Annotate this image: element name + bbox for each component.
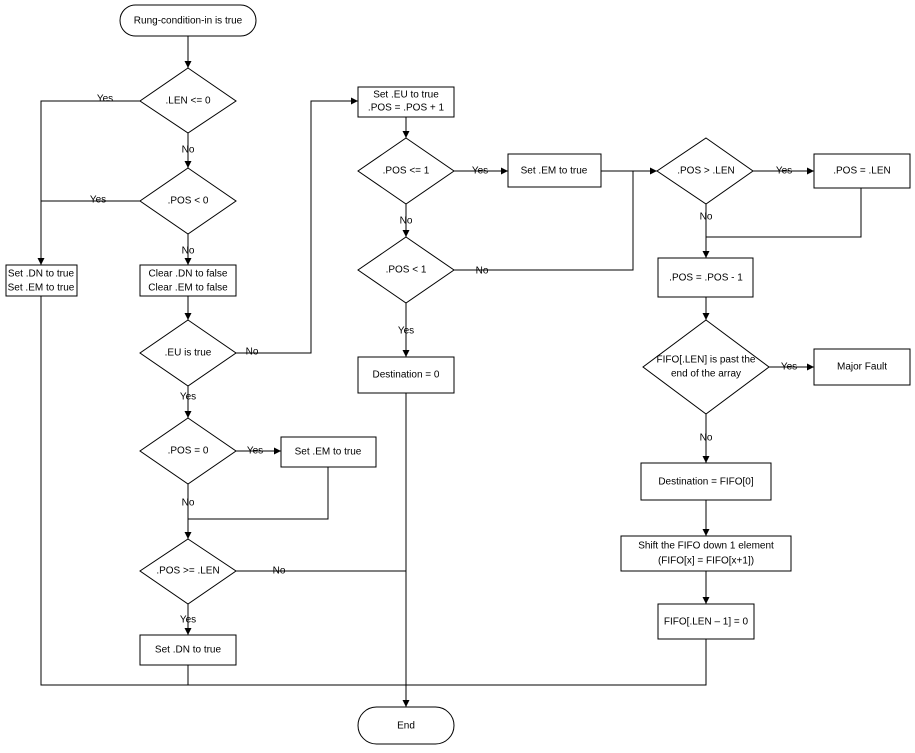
decision-fifo-past-end: FIFO[.LEN] is past the end of the array [642,319,770,415]
yes-label: Yes [97,94,113,105]
decision-eu-true-label: .EU is true [165,348,212,359]
process-fifo-clear-label: FIFO[.LEN – 1] = 0 [664,617,749,628]
decision-pos-ge-len: .POS >= .LEN [139,538,237,605]
process-clear-dn-em-line1: Clear .DN to false [149,269,228,280]
yes-label: Yes [90,195,106,206]
decision-eu-true: .EU is true [139,319,237,387]
no-label: No [400,216,413,227]
decision-pos-ge-len-label: .POS >= .LEN [156,566,219,577]
process-set-dn-label: Set .DN to true [155,645,222,656]
process-destination-zero-label: Destination = 0 [373,370,440,381]
no-label: No [246,347,259,358]
decision-fifo-past-end-line1: FIFO[.LEN] is past the [657,355,756,366]
process-pos-minus-one-label: .POS = .POS - 1 [669,273,743,284]
decision-pos-lt-zero: .POS < 0 [139,167,237,235]
decision-len-le-zero: .LEN <= 0 [139,67,237,134]
no-label: No [182,498,195,509]
no-label: No [182,246,195,257]
process-set-dn-em-line1: Set .DN to true [8,269,75,280]
decision-pos-lt-one-label: .POS < 1 [386,265,427,276]
process-set-em-2: Set .EM to true [507,153,602,188]
process-major-fault-label: Major Fault [837,362,887,373]
end-label: End [397,721,415,732]
process-major-fault: Major Fault [813,348,911,386]
decision-fifo-past-end-line2: end of the array [671,369,741,380]
yes-label: Yes [180,615,196,626]
process-destination-fifo0-label: Destination = FIFO[0] [658,477,754,488]
process-shift-fifo-line2: (FIFO[x] = FIFO[x+1]) [658,556,754,567]
connectors [37,36,862,707]
decision-pos-gt-len-label: .POS > .LEN [677,166,735,177]
process-clear-dn-em: Clear .DN to false Clear .EM to false [139,264,237,297]
process-set-dn-em: Set .DN to true Set .EM to true [5,264,78,297]
process-shift-fifo-line1: Shift the FIFO down 1 element [638,541,774,552]
process-destination-fifo0: Destination = FIFO[0] [640,462,772,501]
process-fifo-clear: FIFO[.LEN – 1] = 0 [657,603,755,640]
no-label: No [476,266,489,277]
process-set-em-1: Set .EM to true [280,436,377,468]
process-clear-dn-em-line2: Clear .EM to false [148,283,228,294]
yes-label: Yes [472,166,488,177]
yes-label: Yes [781,362,797,373]
decision-pos-le-one-label: .POS <= 1 [383,166,430,177]
process-set-eu-pos: Set .EU to true .POS = .POS + 1 [357,86,455,118]
no-label: No [273,566,286,577]
process-pos-minus-one: .POS = .POS - 1 [657,257,754,298]
start-label: Rung-condition-in is true [134,16,243,27]
yes-label: Yes [776,166,792,177]
process-pos-eq-len: .POS = .LEN [813,153,911,189]
branch-labels: Yes No Yes No No Yes Yes No No Yes Yes N… [90,94,797,626]
yes-label: Yes [247,446,263,457]
process-set-eu-pos-line2: .POS = .POS + 1 [368,103,445,114]
no-label: No [182,145,195,156]
decision-pos-le-one: .POS <= 1 [357,137,455,205]
decision-pos-eq-zero-label: .POS = 0 [168,446,209,457]
process-destination-zero: Destination = 0 [357,356,455,394]
process-set-eu-pos-line1: Set .EU to true [373,90,439,101]
decision-pos-lt-zero-label: .POS < 0 [168,196,209,207]
end-terminator: End [357,706,455,745]
process-set-dn: Set .DN to true [139,634,237,666]
decision-pos-lt-one: .POS < 1 [357,236,455,304]
decision-pos-eq-zero: .POS = 0 [139,417,237,485]
yes-label: Yes [180,392,196,403]
decision-pos-gt-len: .POS > .LEN [656,137,754,205]
decision-len-le-zero-label: .LEN <= 0 [165,96,210,107]
yes-label: Yes [398,326,414,337]
no-label: No [700,212,713,223]
process-set-em-2-label: Set .EM to true [521,166,588,177]
process-pos-eq-len-label: .POS = .LEN [833,166,891,177]
process-set-em-1-label: Set .EM to true [295,447,362,458]
start-terminator: Rung-condition-in is true [119,4,257,37]
process-shift-fifo: Shift the FIFO down 1 element (FIFO[x] =… [620,535,792,572]
process-set-dn-em-line2: Set .EM to true [8,283,75,294]
no-label: No [700,433,713,444]
